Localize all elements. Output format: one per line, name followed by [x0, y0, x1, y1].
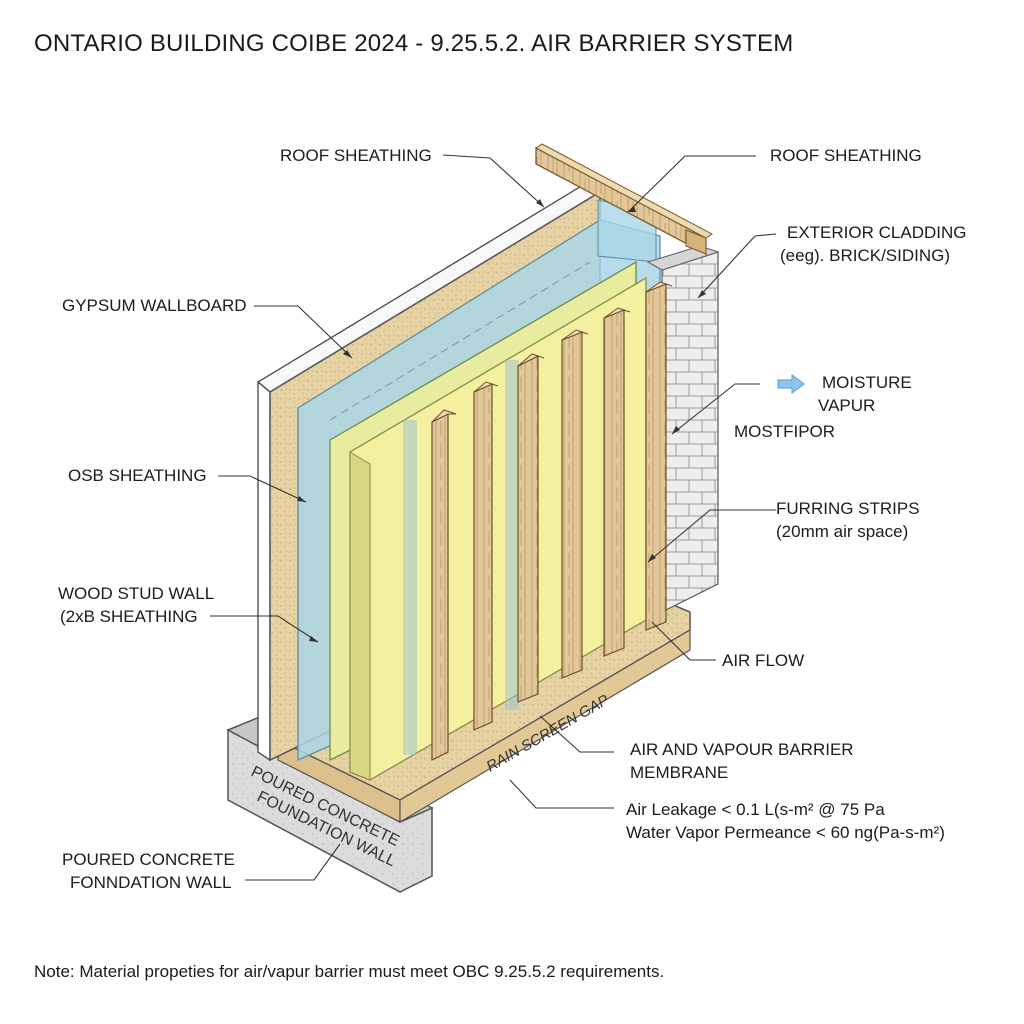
leader-exterior-cladding	[697, 233, 777, 299]
leader-arrowheads	[297, 199, 706, 642]
page-title: ONTARIO BUILDING COIBE 2024 - 9.25.5.2. …	[34, 30, 794, 57]
label-gypsum-wallboard: GYPSUM WALLBOARD	[62, 296, 247, 315]
roof-sheathing-beam	[535, 143, 713, 256]
leader-furring	[647, 509, 776, 563]
label-osb-sheathing: OSB SHEATHING	[68, 466, 207, 485]
right-arrow-icon	[777, 374, 805, 394]
label-air-leakage-spec: Air Leakage < 0.1 L(s-m² @ 75 Pa	[626, 800, 885, 819]
leader-spec	[509, 779, 614, 809]
label-exterior-cladding-example: (eeg). BRICK/SIDING)	[780, 246, 951, 265]
label-vapur: VAPUR	[818, 396, 876, 415]
furring-strip	[473, 381, 499, 731]
footnote: Note: Material propeties for air/vapur b…	[34, 962, 665, 981]
furring-strip	[517, 353, 545, 703]
label-roof-sheathing-right: ROOF SHEATHING	[770, 146, 922, 165]
leader-wood-stud	[210, 615, 319, 643]
furring-strip	[603, 307, 631, 657]
label-foundation-wall: FONNDATION WALL	[70, 873, 232, 892]
label-furring-air-space: (20mm air space)	[776, 522, 909, 541]
label-wood-stud-wall: WOOD STUD WALL	[58, 584, 215, 603]
label-vapor-permeance-spec: Water Vapor Permeance < 60 ng(Pa-s-m²)	[626, 823, 945, 842]
label-furring-strips: FURRING STRIPS	[776, 499, 920, 518]
label-poured-concrete: POURED CONCRETE	[62, 850, 235, 869]
leader-lines	[210, 154, 777, 881]
furring-strip	[645, 281, 673, 631]
leader-moisture	[671, 383, 760, 435]
leader-roof-sheathing-right	[627, 155, 756, 213]
label-membrane: MEMBRANE	[630, 763, 729, 782]
label-exterior-cladding: EXTERIOR CLADDING	[787, 223, 967, 242]
leader-barrier	[539, 715, 614, 753]
label-air-flow: AIR FLOW	[722, 651, 805, 670]
label-wood-stud-sheathing: (2xB SHEATHING	[60, 607, 198, 626]
leader-gypsum	[254, 305, 353, 359]
label-moisture: MOISTURE	[822, 373, 912, 392]
leader-air-flow	[651, 621, 716, 661]
furring-strip	[561, 329, 589, 679]
leader-roof-sheathing-left	[442, 154, 545, 208]
furring-strips	[431, 281, 673, 761]
label-mostfipor: MOSTFIPOR	[734, 422, 836, 441]
label-air-vapour-barrier: AIR AND VAPOUR BARRIER	[630, 740, 854, 759]
leader-osb	[218, 475, 307, 503]
label-roof-sheathing-left: ROOF SHEATHING	[280, 146, 432, 165]
leader-foundation	[245, 843, 341, 881]
furring-strip	[431, 409, 457, 761]
